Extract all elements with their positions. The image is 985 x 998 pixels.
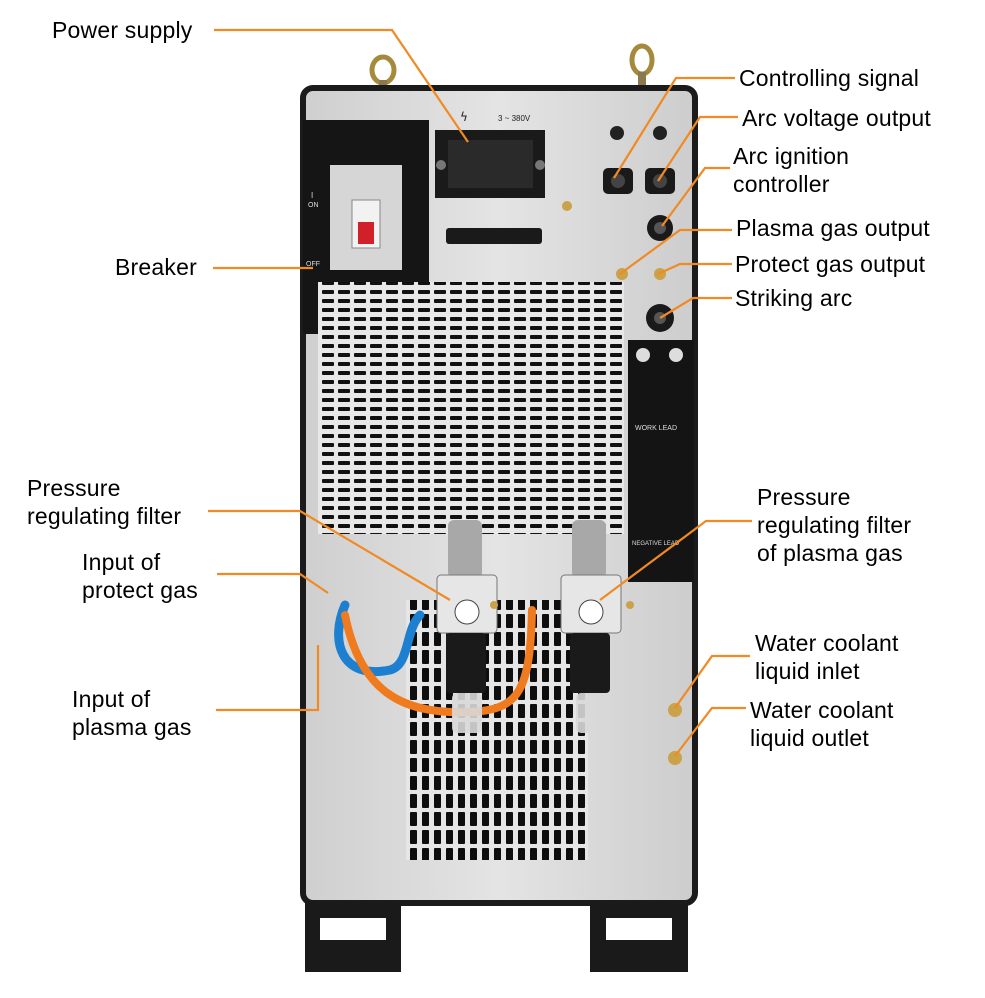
label-arc-ignition-controller: Arc ignition controller [733,143,850,197]
label-arc-voltage-output: Arc voltage output [742,105,931,131]
leader-input-protect-gas [217,572,329,594]
leader-protect-gas-output [657,262,732,276]
blue-hose [334,600,425,676]
ground-terminal [562,201,572,211]
leader-arc-ignition [661,166,730,227]
svg-text:ϟ: ϟ [460,110,468,124]
vent-grill-upper [318,282,624,534]
lifting-eye-right [629,43,655,90]
label-water-coolant-outlet: Water coolant liquid outlet [750,697,894,751]
power-supply-terminal: 3 ~ 380V ϟ [435,110,545,198]
leader-input-plasma-gas [216,645,320,712]
label-pressure-regulating-filter-plasma: Pressure regulating filter of plasma gas [757,484,912,566]
control-connectors [603,126,675,332]
breaker-on-text: I [311,191,313,200]
label-striking-arc: Striking arc [735,285,853,311]
label-protect-gas-output: Protect gas output [735,251,926,277]
leader-lines [208,28,752,757]
label-plasma-gas-output: Plasma gas output [736,215,930,241]
leader-controlling-signal [613,76,735,179]
leader-water-outlet [674,706,746,757]
leader-arc-voltage [657,115,738,182]
foot-right [590,902,688,972]
leader-water-inlet [674,654,750,709]
water-coolant-inlet-fitting[interactable] [668,703,682,717]
pressure-regulating-filter-left [436,520,498,733]
vent-grill-lower [406,600,588,860]
label-water-coolant-inlet: Water coolant liquid inlet [755,630,899,684]
label-breaker: Breaker [115,254,197,280]
pressure-regulating-filter-right [560,520,634,733]
breaker-on-label: ON [308,202,319,209]
breaker-off-label: OFF [306,261,320,268]
foot-left [305,902,401,972]
label-controlling-signal: Controlling signal [739,65,920,91]
leader-striking-arc [659,296,732,319]
leader-pressure-filter-plasma [599,519,752,601]
label-pressure-regulating-filter: Pressure regulating filter [27,475,182,529]
cable-clamp [446,228,542,244]
leader-pressure-regulating-filter [208,509,451,601]
label-power-supply: Power supply [52,17,193,43]
leader-power-supply [214,28,469,143]
leader-plasma-gas-output [619,228,732,275]
water-coolant-outlet-fitting[interactable] [668,751,682,765]
work-lead-text: WORK LEAD [635,425,677,432]
label-input-of-plasma-gas: Input of plasma gas [72,686,192,740]
breaker-switch[interactable] [358,222,374,244]
voltage-text: 3 ~ 380V [498,114,531,123]
output-lead-block: WORK LEAD NEGATIVE LEAD [628,340,694,582]
label-input-of-protect-gas: Input of protect gas [82,549,198,603]
negative-lead-text: NEGATIVE LEAD [632,541,680,547]
